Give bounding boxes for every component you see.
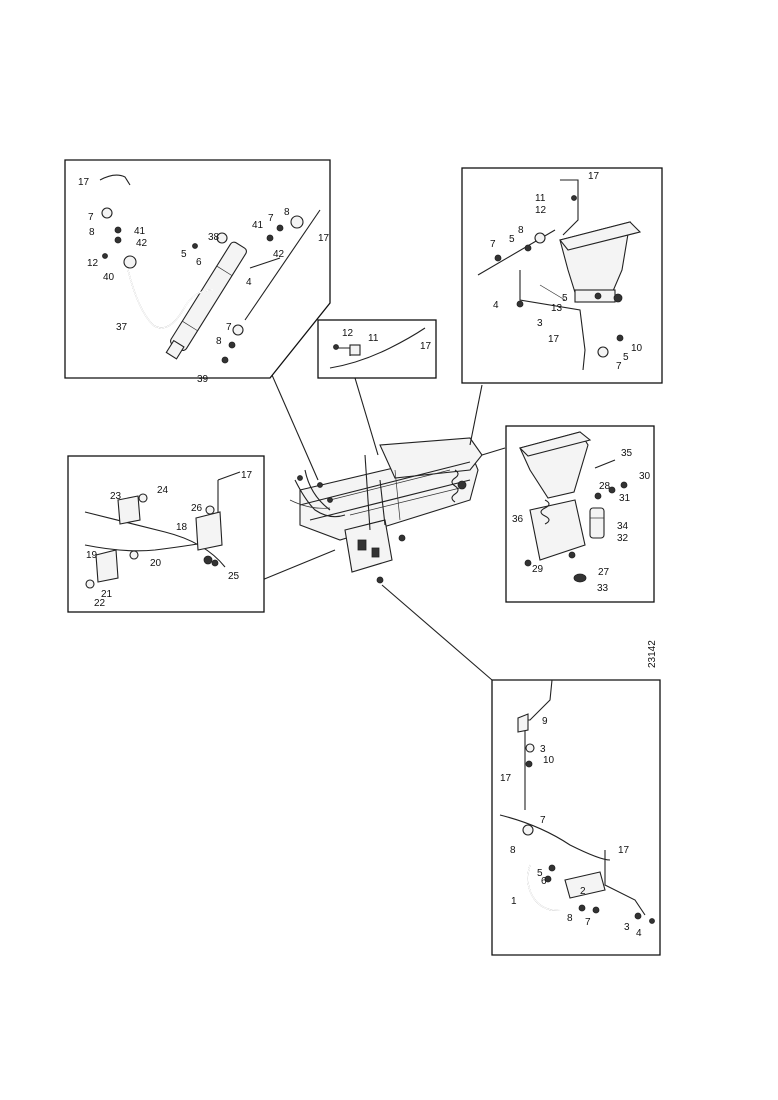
callout: 40 [103, 272, 115, 283]
callout: 30 [639, 471, 651, 482]
callout: 5 [562, 293, 568, 304]
callout: 8 [510, 845, 516, 856]
callout: 17 [548, 334, 560, 345]
callout: 21 [101, 589, 113, 600]
callout: 8 [284, 207, 290, 218]
callout: 7 [490, 239, 496, 250]
callout: 37 [116, 322, 128, 333]
callout: 9 [542, 716, 548, 727]
callout: 36 [512, 514, 524, 525]
callout: 5 [623, 352, 629, 363]
callout: 7 [226, 322, 232, 333]
callout: 31 [619, 493, 631, 504]
callout: 4 [636, 928, 642, 939]
callout: 22 [94, 598, 106, 609]
callout: 42 [273, 249, 285, 260]
central-assembly [289, 437, 483, 584]
callout: 8 [89, 227, 95, 238]
callout: 8 [518, 225, 524, 236]
callout: 35 [621, 448, 633, 459]
callout: 25 [228, 571, 240, 582]
callout: 7 [88, 212, 94, 223]
callout: 29 [532, 564, 544, 575]
callout: 7 [268, 213, 274, 224]
callout: 17 [78, 177, 90, 188]
leader-lines [261, 374, 506, 681]
callout: 5 [509, 234, 515, 245]
figure-number: 23142 [647, 640, 658, 668]
callout: 7 [616, 361, 622, 372]
callout: 20 [150, 558, 162, 569]
panel-middle-left: 23 24 17 26 18 19 20 25 21 22 [67, 455, 265, 613]
callout: 12 [342, 328, 354, 339]
callout: 28 [599, 481, 611, 492]
callout: 10 [631, 343, 643, 354]
callout: 24 [157, 485, 169, 496]
panel-top-left: 17 7 8 41 42 12 40 37 5 6 38 41 7 8 42 4… [64, 159, 331, 385]
callout: 8 [216, 336, 222, 347]
callout: 39 [197, 374, 209, 385]
callout: 18 [176, 522, 188, 533]
callout: 34 [617, 521, 629, 532]
callout: 7 [585, 917, 591, 928]
callout: 17 [618, 845, 630, 856]
callout: 41 [134, 226, 146, 237]
callout: 6 [541, 876, 547, 887]
callout: 23 [110, 491, 122, 502]
callout: 17 [241, 470, 253, 481]
callout: 12 [535, 205, 547, 216]
callout: 27 [598, 567, 610, 578]
callout: 2 [580, 886, 586, 897]
callout: 26 [191, 503, 203, 514]
callout: 17 [500, 773, 512, 784]
callout: 7 [540, 815, 546, 826]
panel-bottom-right: 9 3 10 17 7 8 17 5 6 2 1 8 7 3 4 [491, 679, 661, 956]
panel-top-right: 17 11 12 5 8 7 4 5 13 3 17 10 5 7 [461, 167, 663, 384]
callout: 17 [318, 233, 330, 244]
callout: 1 [511, 896, 517, 907]
callout: 6 [196, 257, 202, 268]
callout: 11 [535, 193, 546, 204]
callout: 3 [624, 922, 630, 933]
callout: 32 [617, 533, 629, 544]
callout: 5 [181, 249, 187, 260]
callout: 3 [540, 744, 546, 755]
panel-middle-right: 35 30 28 31 36 34 32 29 27 33 [505, 425, 655, 603]
callout: 10 [543, 755, 555, 766]
callout: 19 [86, 550, 98, 561]
callout: 13 [551, 303, 563, 314]
callout: 17 [420, 341, 432, 352]
callout: 8 [567, 913, 573, 924]
callout: 41 [252, 220, 264, 231]
callout: 11 [368, 333, 379, 344]
callout: 4 [493, 300, 499, 311]
panel-top-center: 12 11 17 [317, 319, 437, 379]
callout: 12 [87, 258, 99, 269]
callout: 5 [537, 868, 543, 879]
callout: 17 [588, 171, 600, 182]
callout: 38 [208, 232, 220, 243]
callout: 42 [136, 238, 148, 249]
callout: 3 [537, 318, 543, 329]
callout: 33 [597, 583, 609, 594]
callout: 4 [246, 277, 252, 288]
